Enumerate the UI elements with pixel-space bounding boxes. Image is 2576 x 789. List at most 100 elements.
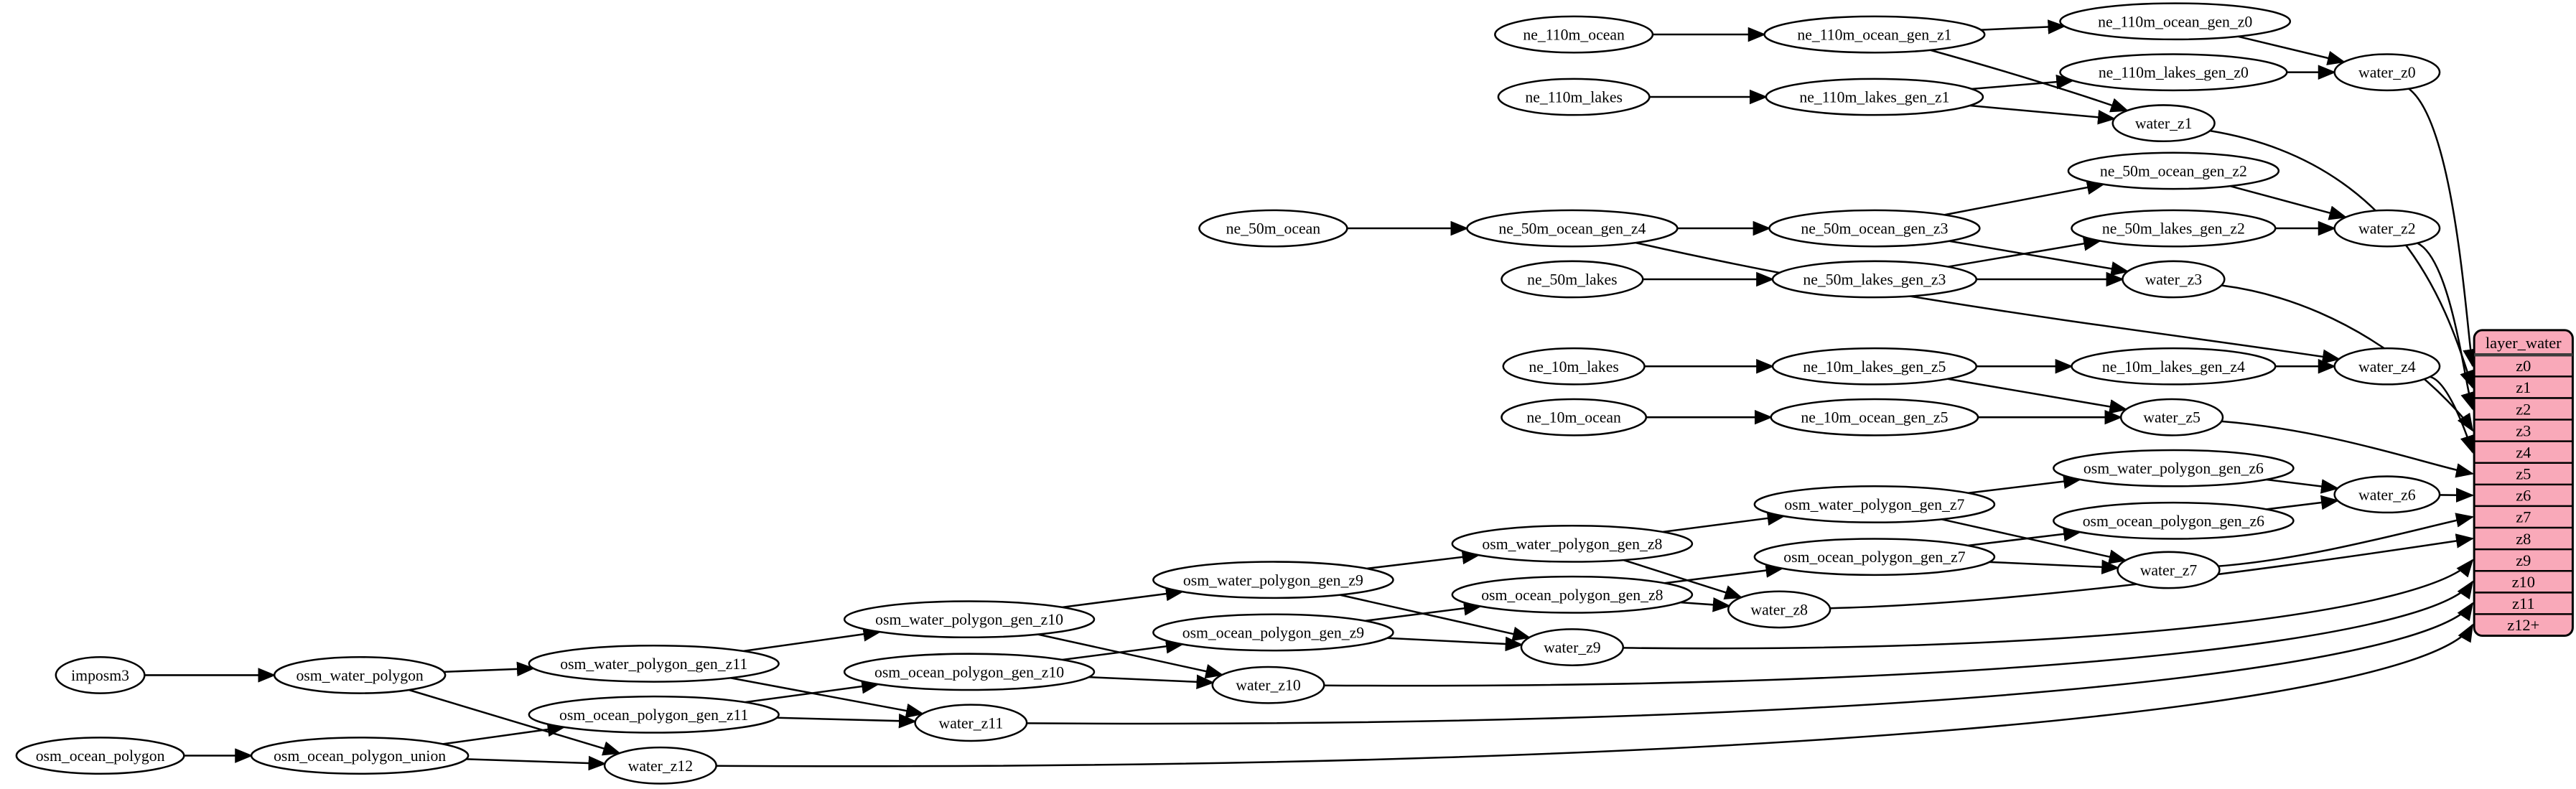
osm_water_polygon_gen_z11-label: osm_water_polygon_gen_z11 [560, 655, 747, 673]
osm_water_polygon_gen_z9-ellipse [1152, 561, 1394, 599]
ne_110m_ocean-ellipse [1494, 15, 1654, 54]
edge-osm_ocean_polygon_gen_z8-to-osm_ocean_polygon_gen_z7 [1664, 563, 1784, 584]
node-osm_ocean_polygon_gen_z6: osm_ocean_polygon_gen_z6 [2053, 501, 2295, 540]
edge-ne_50m_lakes_gen_z3-to-ne_50m_lakes_gen_z2 [1948, 236, 2102, 268]
node-water_z10: water_z10 [1211, 666, 1325, 704]
edge-osm_water_polygon_gen_z8-to-osm_water_polygon_gen_z7 [1662, 510, 1786, 533]
water_z2-ellipse [2333, 209, 2441, 248]
edge-water_z4-to-layer_water-z4 [2430, 375, 2475, 454]
osm_water_polygon_gen_z8-label: osm_water_polygon_gen_z8 [1482, 536, 1662, 553]
edge-water_z5-to-layer_water-z5 [2221, 420, 2475, 478]
edge-osm_water_polygon_gen_z6-to-water_z6 [2266, 478, 2340, 494]
water_z1-label: water_z1 [2135, 115, 2193, 132]
node-osm_ocean_polygon_gen_z10: osm_ocean_polygon_gen_z10 [843, 653, 1096, 691]
water_z8-ellipse [1727, 590, 1831, 629]
edge-osm_ocean_polygon_gen_z7-to-water_z7 [1989, 559, 2120, 575]
ne_50m_lakes-label: ne_50m_lakes [1527, 271, 1617, 289]
node-osm_water_polygon_gen_z8: osm_water_polygon_gen_z8 [1451, 524, 1694, 563]
water_z1-ellipse [2111, 104, 2216, 143]
ne_110m_lakes_gen_z0-ellipse [2059, 53, 2288, 92]
edge-ne_110m_lakes_gen_z1-to-water_z1 [1969, 104, 2117, 125]
node-water_z4: water_z4 [2333, 347, 2441, 386]
ne_10m_lakes_gen_z4-label: ne_10m_lakes_gen_z4 [2102, 358, 2245, 375]
water_z0-ellipse [2333, 53, 2441, 92]
layer-water-table-body [2473, 329, 2574, 638]
edge-osm_ocean_polygon_gen_z9-to-water_z9 [1387, 636, 1523, 652]
water_z5-ellipse [2119, 398, 2224, 436]
layer-water-row-z3: z3 [2516, 421, 2531, 439]
ne_110m_ocean_gen_z0-label: ne_110m_ocean_gen_z0 [2098, 13, 2252, 30]
node-ne_10m_ocean_gen_z5: ne_10m_ocean_gen_z5 [1770, 398, 1979, 436]
ne_50m_ocean-label: ne_50m_ocean [1226, 220, 1321, 238]
water_z10-label: water_z10 [1236, 677, 1301, 694]
osm_ocean_polygon_gen_z7-label: osm_ocean_polygon_gen_z7 [1783, 548, 1965, 566]
edge-ne_110m_lakes_gen_z1-to-ne_110m_lakes_gen_z0 [1971, 74, 2075, 90]
osm_water_polygon_gen_z10-ellipse [843, 600, 1096, 639]
layer-water-row-z9: z9 [2516, 551, 2531, 569]
layer-water-row-z5: z5 [2516, 465, 2531, 483]
osm_ocean_polygon_gen_z11-ellipse [528, 695, 780, 734]
osm_water_polygon_gen_z6-ellipse [2053, 449, 2295, 487]
osm_ocean_polygon_union-ellipse [250, 737, 470, 775]
edge-water_z12-to-layer_water-z12+ [716, 623, 2473, 767]
node-imposm3: imposm3 [55, 656, 146, 694]
osm_ocean_polygon_gen_z10-label: osm_ocean_polygon_gen_z10 [874, 663, 1064, 681]
node-ne_110m_ocean: ne_110m_ocean [1494, 15, 1654, 54]
water_z12-label: water_z12 [628, 757, 693, 775]
node-osm_water_polygon_gen_z10: osm_water_polygon_gen_z10 [843, 600, 1096, 639]
water_z5-label: water_z5 [2143, 409, 2201, 426]
node-osm_ocean_polygon_gen_z7: osm_ocean_polygon_gen_z7 [1753, 538, 1996, 576]
water_z2-label: water_z2 [2358, 220, 2416, 238]
nodes-layer: ne_110m_ocean ne_110m_ocean_gen_z1 ne_110m… [15, 2, 2441, 785]
node-ne_10m_ocean: ne_10m_ocean [1501, 398, 1648, 436]
node-ne_50m_lakes: ne_50m_lakes [1501, 260, 1644, 299]
water_z8-label: water_z8 [1750, 601, 1808, 618]
edge-osm_ocean_polygon_gen_z11-to-water_z11 [776, 713, 918, 729]
edge-osm_water_polygon_gen_z7-to-water_z7 [1941, 518, 2127, 564]
node-ne_110m_ocean_gen_z1: ne_110m_ocean_gen_z1 [1763, 15, 1986, 54]
edge-osm_ocean_polygon_gen_z7-to-osm_ocean_polygon_gen_z6 [1968, 526, 2082, 547]
edge-osm_water_polygon_gen_z8-to-water_z8 [1623, 559, 1743, 600]
node-water_z2: water_z2 [2333, 209, 2441, 248]
node-water_z11: water_z11 [914, 704, 1028, 742]
node-ne_110m_lakes_gen_z0: ne_110m_lakes_gen_z0 [2059, 53, 2288, 92]
node-osm_ocean_polygon_union: osm_ocean_polygon_union [250, 737, 470, 775]
edge-ne_110m_ocean_gen_z1-to-water_z1 [1930, 49, 2129, 113]
water_z0-label: water_z0 [2358, 64, 2416, 81]
ne_50m_lakes_gen_z2-label: ne_50m_lakes_gen_z2 [2102, 220, 2245, 238]
node-ne_50m_ocean_gen_z4: ne_50m_ocean_gen_z4 [1466, 209, 1679, 248]
edge-water_z0-to-layer_water-z0 [2408, 88, 2478, 368]
osm_water_polygon_gen_z11-ellipse [528, 644, 780, 683]
osm_water_polygon_gen_z6-label: osm_water_polygon_gen_z6 [2083, 460, 2264, 477]
layer-water-row-z6: z6 [2516, 487, 2531, 505]
water_z4-label: water_z4 [2358, 358, 2416, 375]
node-osm_ocean_polygon_gen_z11: osm_ocean_polygon_gen_z11 [528, 695, 780, 734]
layer-water-row-z7: z7 [2516, 508, 2531, 526]
layer-water-table: layer_waterz0z1z2z3z4z5z6z7z8z9z10z11z12… [2473, 329, 2574, 638]
node-ne_110m_lakes: ne_110m_lakes [1497, 78, 1651, 116]
ne_50m_ocean_gen_z2-ellipse [2067, 151, 2280, 190]
layer-water-row-z0: z0 [2516, 357, 2531, 375]
edge-water_z9-to-layer_water-z9 [1623, 559, 2474, 650]
node-water_z1: water_z1 [2111, 104, 2216, 143]
edge-ne_50m_ocean_gen_z4-to-water_z4 [1635, 241, 2341, 364]
ne_10m_ocean_gen_z5-ellipse [1770, 398, 1979, 436]
edge-ne_50m_ocean_gen_z3-to-water_z3 [1949, 240, 2129, 276]
osm_water_polygon-label: osm_water_polygon [296, 667, 423, 684]
node-water_z7: water_z7 [2117, 551, 2221, 589]
edge-osm_ocean_polygon_gen_z10-to-water_z10 [1088, 674, 1215, 690]
edge-osm_water_polygon_gen_z10-to-water_z10 [1037, 633, 1224, 679]
ne_110m_ocean-label: ne_110m_ocean [1523, 27, 1625, 44]
water_z10-ellipse [1211, 666, 1325, 704]
ne_110m_ocean_gen_z1-ellipse [1763, 15, 1986, 54]
edge-osm_water_polygon-to-water_z12 [409, 688, 622, 756]
osm_ocean_polygon_gen_z9-label: osm_ocean_polygon_gen_z9 [1182, 624, 1364, 641]
edge-osm_ocean_polygon_gen_z9-to-osm_ocean_polygon_gen_z8 [1365, 601, 1483, 622]
ne_50m_ocean_gen_z3-ellipse [1768, 209, 1981, 248]
node-water_z6: water_z6 [2333, 475, 2441, 514]
osm_ocean_polygon-label: osm_ocean_polygon [36, 747, 165, 765]
edge-osm_water_polygon_gen_z7-to-osm_water_polygon_gen_z6 [1968, 474, 2082, 494]
node-osm_water_polygon_gen_z11: osm_water_polygon_gen_z11 [528, 644, 780, 683]
ne_110m_lakes_gen_z1-label: ne_110m_lakes_gen_z1 [1799, 89, 1949, 106]
